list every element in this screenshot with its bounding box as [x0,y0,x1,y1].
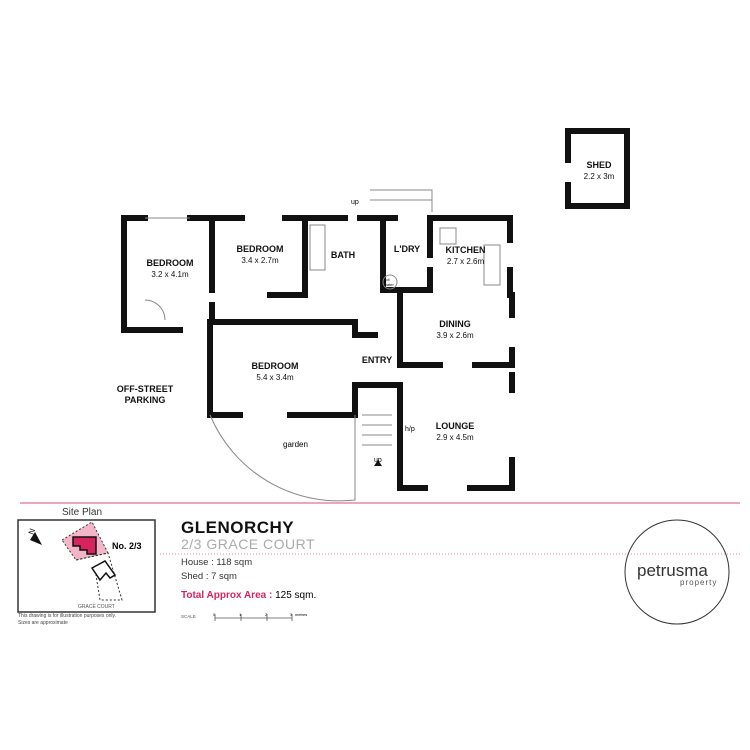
garden-label: garden [283,440,308,449]
house-area: House : 118 sqm [181,557,253,568]
room-bedroom-2: BEDROOM 3.4 x 2.7m [225,244,295,266]
suburb-title: GLENORCHY [181,518,295,537]
room-dims: 5.4 x 3.4m [256,373,294,382]
room-name: BEDROOM [251,361,299,371]
room-dims: 3.2 x 4.1m [151,270,189,279]
room-bedroom-1: BEDROOM 3.2 x 4.1m [140,258,200,280]
disclaimer-2: Sizes are approximate [18,620,68,626]
room-dining: DINING 3.9 x 2.6m [425,319,485,341]
total-area-label: Total Approx Area : [181,590,273,601]
scale-label: SCALE [181,614,196,619]
scale-unit: metres [295,612,308,617]
heat-pump-label: h/p [405,426,415,433]
site-plan-title: Site Plan [62,507,103,518]
parking-line-1: OFF-STREET [116,384,174,394]
room-lounge: LOUNGE 2.9 x 4.5m [425,421,485,443]
scale-tick-0: 0 [213,612,216,617]
room-name: DINING [439,319,471,329]
shed-area: Shed : 7 sqm [181,571,237,582]
room-entry: ENTRY [361,355,393,365]
room-dims: 2.9 x 4.5m [436,433,474,442]
room-shed: SHED 2.2 x 3m [575,160,623,182]
parking-line-2: PARKING [124,395,166,405]
street-label: GRACE COURT [78,604,115,610]
scale-tick-1: 1 [239,612,242,617]
room-name: BEDROOM [146,258,194,268]
room-laundry: L'DRY [393,244,421,254]
room-bath: BATH [330,250,356,260]
room-dims: 2.2 x 3m [583,172,615,181]
brand-sub: property [680,578,718,587]
room-name: LOUNGE [435,421,475,431]
room-name: KITCHEN [445,245,486,255]
room-name: BEDROOM [236,244,284,254]
room-dims: 3.4 x 2.7m [241,256,279,265]
scale-tick-2: 2 [265,612,268,617]
room-bedroom-3: BEDROOM 5.4 x 3.4m [245,361,305,383]
brand-logo: petrusma [637,561,708,580]
room-kitchen: KITCHEN 2.7 x 2.6m [438,245,493,267]
hot-water-label: hot water [384,277,394,287]
scale-tick-3: 3 [290,612,293,617]
room-dims: 3.9 x 2.6m [436,331,474,340]
room-name: SHED [586,160,612,170]
up-label-rear: up [351,199,359,206]
disclaimer-1: This drawing is for illustration purpose… [18,613,117,619]
total-area: Total Approx Area : 125 sqm. [181,590,316,601]
address: 2/3 GRACE COURT [181,536,316,552]
room-dims: 2.7 x 2.6m [446,257,485,266]
total-area-value: 125 sqm. [275,590,317,601]
up-label-front: up [374,457,382,464]
lot-label: No. 2/3 [112,541,142,551]
